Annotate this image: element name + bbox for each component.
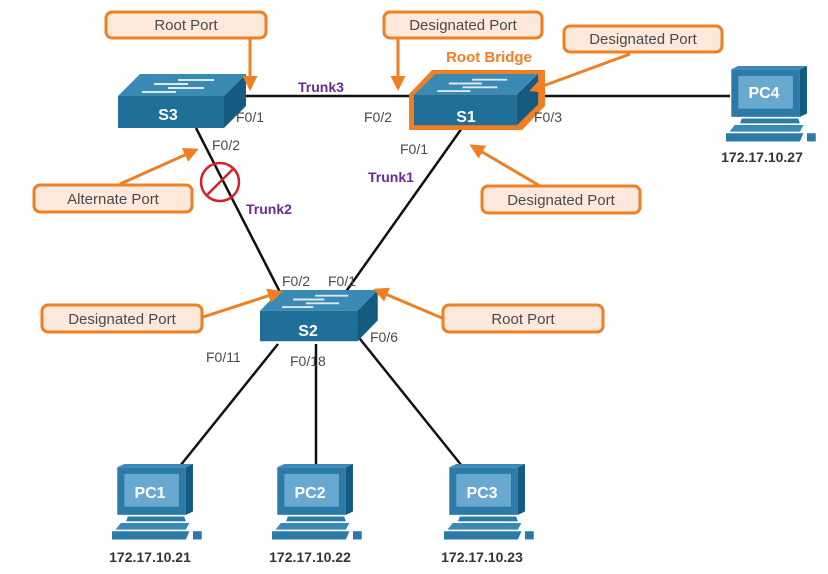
port-s2-f02: F0/2 [282, 273, 310, 289]
link-trunk2 [194, 127, 286, 301]
switch-s3-label: S3 [158, 107, 178, 124]
port-s1-f02: F0/2 [364, 109, 392, 125]
port-s2-f011: F0/11 [206, 349, 241, 365]
callout-s3-root-port-text: Root Port [154, 17, 218, 34]
arrow-s2-designated-port [199, 288, 283, 320]
port-s2-f018: F0/18 [290, 353, 326, 369]
callout-arrows [119, 38, 631, 320]
pc4-ip: 172.17.10.27 [721, 149, 803, 165]
trunk2-label: Trunk2 [246, 201, 292, 217]
blocked-port-icon [199, 161, 241, 203]
arrow-s2-root-port [373, 287, 443, 320]
arrow-s1-designated-f03 [529, 52, 631, 93]
arrow-s1-designated-f01 [469, 144, 541, 188]
switch-s2-label: S2 [298, 323, 318, 340]
trunk-labels: Trunk3 Trunk1 Trunk2 [246, 79, 414, 217]
pc2-label: PC2 [294, 485, 325, 502]
trunk3-label: Trunk3 [298, 79, 344, 95]
switch-s1[interactable]: S1 [409, 70, 545, 130]
pc1-ip: 172.17.10.21 [109, 549, 191, 565]
trunk1-label: Trunk1 [368, 169, 414, 185]
links [179, 94, 730, 467]
callout-s1-designated-f02-text: Designated Port [409, 17, 517, 34]
link-s2-pc1 [179, 343, 279, 467]
pc1-label: PC1 [134, 485, 165, 502]
pc-pc4[interactable]: PC4 [726, 66, 816, 142]
port-s1-f01: F0/1 [400, 141, 428, 157]
callout-s2-designated-port-text: Designated Port [68, 311, 176, 328]
callout-s1-designated-f02: Designated Port [382, 10, 544, 40]
pc3-ip: 172.17.10.23 [441, 549, 523, 565]
switch-s3[interactable]: S3 [117, 73, 247, 129]
callout-s2-root-port: Root Port [441, 303, 605, 334]
root-bridge-label: Root Bridge [446, 49, 532, 66]
callout-s1-designated-f01-text: Designated Port [507, 192, 615, 209]
switch-s1-label: S1 [456, 109, 476, 126]
port-labels: F0/1 F0/2 F0/2 F0/1 F0/3 F0/2 F0/1 F0/6 … [206, 109, 562, 369]
port-s2-f06: F0/6 [370, 329, 398, 345]
port-s3-f01: F0/1 [236, 109, 264, 125]
link-s2-pc3 [355, 333, 463, 467]
pc4-label: PC4 [748, 85, 779, 102]
callout-s3-alternate-port-text: Alternate Port [67, 191, 160, 208]
pc-pc2[interactable]: PC2 [272, 464, 362, 540]
callout-s3-root-port: Root Port [104, 10, 268, 40]
pc-pc3[interactable]: PC3 [444, 464, 534, 540]
callout-s2-designated-port: Designated Port [40, 303, 204, 334]
port-s1-f03: F0/3 [534, 109, 562, 125]
switch-s2[interactable]: S2 [259, 289, 379, 343]
callout-s3-alternate-port: Alternate Port [32, 183, 194, 214]
callout-s1-designated-f03-text: Designated Port [589, 31, 697, 48]
callout-s1-designated-f03: Designated Port [562, 24, 724, 54]
port-s2-f01: F0/1 [328, 273, 356, 289]
pc-pc1[interactable]: PC1 [112, 464, 202, 540]
pc2-ip: 172.17.10.22 [269, 549, 351, 565]
port-s3-f02: F0/2 [212, 137, 240, 153]
pc3-label: PC3 [466, 485, 497, 502]
link-trunk1 [338, 127, 464, 301]
callout-s2-root-port-text: Root Port [491, 311, 555, 328]
callout-s1-designated-f01: Designated Port [480, 184, 642, 215]
arrow-s3-alternate-port [119, 148, 199, 186]
